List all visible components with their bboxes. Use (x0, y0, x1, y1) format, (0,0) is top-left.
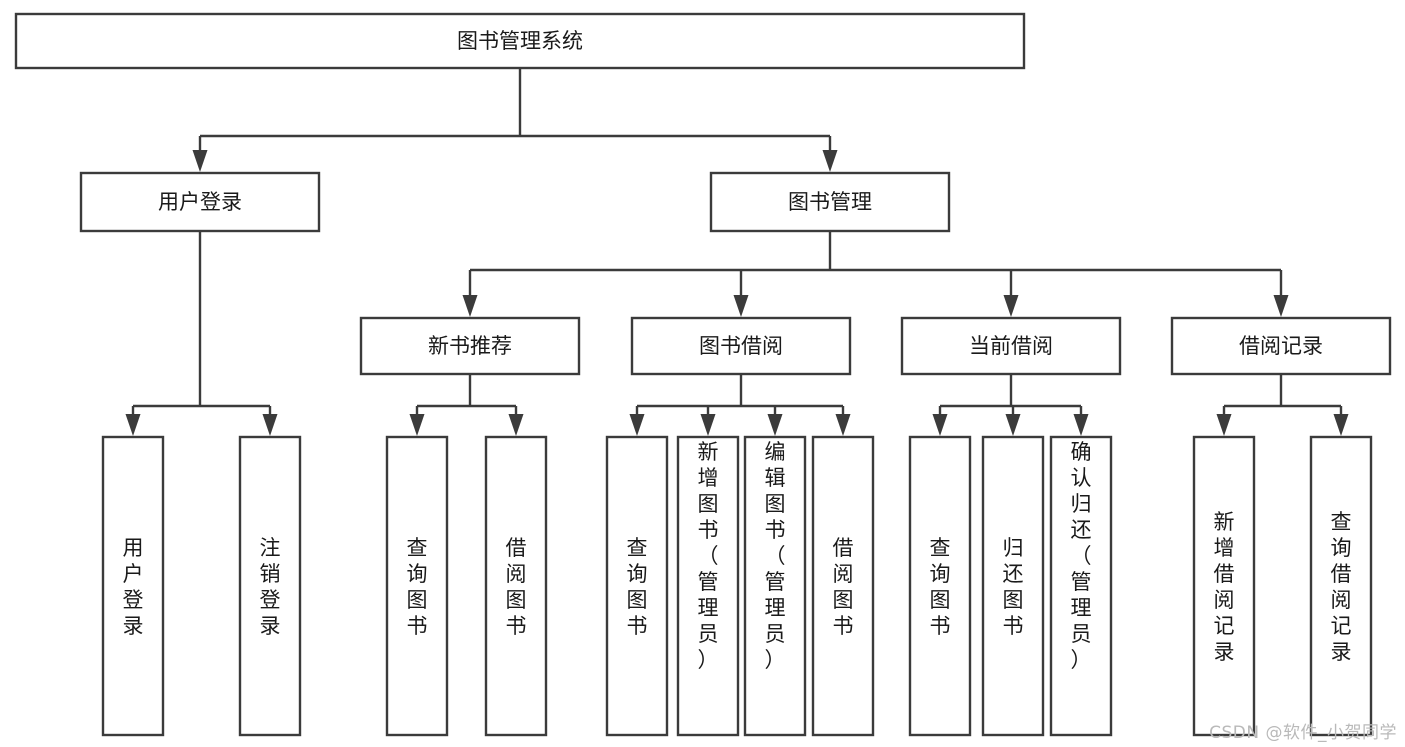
arrow-head-icon (629, 414, 645, 436)
arrow-head-icon (700, 414, 716, 436)
node-label-leaf-user-logout: 注销登录 (260, 536, 281, 638)
node-label-leaf-add-borrow-record: 新增借阅记录 (1214, 510, 1235, 664)
node-label-book-borrow: 图书借阅 (699, 334, 783, 358)
node-leaf-borrow-book-rec[interactable]: 借阅图书 (484, 435, 548, 737)
node-label-leaf-borrow-book-rec: 借阅图书 (506, 536, 527, 638)
node-new-book-recommend[interactable]: 新书推荐 (359, 316, 581, 376)
arrow-head-icon (1273, 295, 1289, 317)
node-box-borrow-record[interactable] (1170, 316, 1392, 376)
node-layer: 图书管理系统用户登录图书管理新书推荐图书借阅当前借阅借阅记录用户登录注销登录查询… (14, 12, 1392, 737)
arrow-head-icon (409, 414, 425, 436)
node-label-leaf-edit-book-admin: 编辑图书（管理员） (765, 440, 786, 672)
arrow-head-icon (822, 150, 838, 172)
arrow-head-icon (767, 414, 783, 436)
node-label-user-login: 用户登录 (158, 190, 242, 214)
node-box-leaf-edit-book-admin[interactable] (743, 435, 807, 737)
node-label-leaf-query-borrow-record: 查询借阅记录 (1331, 510, 1352, 664)
conn-userlogin-to-leaves (125, 231, 278, 436)
arrow-head-icon (835, 414, 851, 436)
arrow-head-icon (125, 414, 141, 436)
node-label-new-book-recommend: 新书推荐 (428, 334, 512, 358)
node-box-leaf-add-book-admin[interactable] (676, 435, 740, 737)
node-box-new-book-recommend[interactable] (359, 316, 581, 376)
arrow-head-icon (462, 295, 478, 317)
node-leaf-query-borrow-record[interactable]: 查询借阅记录 (1309, 435, 1373, 737)
node-box-leaf-confirm-return-admin[interactable] (1049, 435, 1113, 737)
node-label-leaf-confirm-return-admin: 确认归还（管理员） (1071, 440, 1092, 672)
node-user-login[interactable]: 用户登录 (79, 171, 321, 233)
conn-bookmanage-to-level3 (462, 231, 1289, 317)
node-current-borrow[interactable]: 当前借阅 (900, 316, 1122, 376)
node-leaf-user-logout[interactable]: 注销登录 (238, 435, 302, 737)
node-root[interactable]: 图书管理系统 (14, 12, 1026, 70)
node-leaf-edit-book-admin[interactable]: 编辑图书（管理员） (743, 435, 807, 737)
node-box-leaf-user-login[interactable] (101, 435, 165, 737)
node-leaf-borrow-book[interactable]: 借阅图书 (811, 435, 875, 737)
node-box-leaf-query-book-current[interactable] (908, 435, 972, 737)
node-box-leaf-query-borrow-record[interactable] (1309, 435, 1373, 737)
node-leaf-return-book[interactable]: 归还图书 (981, 435, 1045, 737)
node-label-leaf-borrow-book: 借阅图书 (833, 536, 854, 638)
arrow-head-icon (1073, 414, 1089, 436)
node-leaf-confirm-return-admin[interactable]: 确认归还（管理员） (1049, 435, 1113, 737)
node-label-leaf-query-book-borrow: 查询图书 (627, 536, 648, 638)
node-box-current-borrow[interactable] (900, 316, 1122, 376)
node-borrow-record[interactable]: 借阅记录 (1170, 316, 1392, 376)
node-box-leaf-add-borrow-record[interactable] (1192, 435, 1256, 737)
node-box-user-login[interactable] (79, 171, 321, 233)
node-box-leaf-query-book-rec[interactable] (385, 435, 449, 737)
node-box-leaf-query-book-borrow[interactable] (605, 435, 669, 737)
node-label-leaf-return-book: 归还图书 (1003, 536, 1024, 638)
node-box-book-borrow[interactable] (630, 316, 852, 376)
node-leaf-query-book-current[interactable]: 查询图书 (908, 435, 972, 737)
conn-root-to-level2 (192, 68, 838, 172)
arrow-head-icon (1005, 414, 1021, 436)
watermark: CSDN @软件_小贺同学 (1209, 723, 1397, 743)
arrow-head-icon (508, 414, 524, 436)
node-box-book-manage[interactable] (709, 171, 951, 233)
arrow-head-icon (262, 414, 278, 436)
node-book-borrow[interactable]: 图书借阅 (630, 316, 852, 376)
arrow-head-icon (192, 150, 208, 172)
node-box-leaf-borrow-book-rec[interactable] (484, 435, 548, 737)
node-box-root[interactable] (14, 12, 1026, 70)
node-leaf-add-borrow-record[interactable]: 新增借阅记录 (1192, 435, 1256, 737)
arrow-head-icon (932, 414, 948, 436)
node-book-manage[interactable]: 图书管理 (709, 171, 951, 233)
node-box-leaf-user-logout[interactable] (238, 435, 302, 737)
connector-layer (125, 68, 1349, 436)
node-label-leaf-query-book-rec: 查询图书 (407, 536, 428, 638)
node-label-leaf-query-book-current: 查询图书 (930, 536, 951, 638)
conn-bookborrow-to-leaves (629, 374, 851, 436)
node-label-root: 图书管理系统 (457, 29, 583, 53)
node-label-current-borrow: 当前借阅 (969, 334, 1053, 358)
conn-borrowrecord-to-leaves (1216, 374, 1349, 436)
arrow-head-icon (1216, 414, 1232, 436)
node-leaf-query-book-borrow[interactable]: 查询图书 (605, 435, 669, 737)
node-leaf-add-book-admin[interactable]: 新增图书（管理员） (676, 435, 740, 737)
node-label-leaf-add-book-admin: 新增图书（管理员） (698, 440, 719, 672)
node-leaf-user-login[interactable]: 用户登录 (101, 435, 165, 737)
arrow-head-icon (1003, 295, 1019, 317)
conn-newbook-to-leaves (409, 374, 524, 436)
arrow-head-icon (733, 295, 749, 317)
arrow-head-icon (1333, 414, 1349, 436)
node-label-book-manage: 图书管理 (788, 190, 872, 214)
node-box-leaf-borrow-book[interactable] (811, 435, 875, 737)
node-box-leaf-return-book[interactable] (981, 435, 1045, 737)
node-label-leaf-user-login: 用户登录 (123, 536, 144, 638)
conn-currentborrow-to-leaves (932, 374, 1089, 436)
node-label-borrow-record: 借阅记录 (1239, 334, 1323, 358)
node-leaf-query-book-rec[interactable]: 查询图书 (385, 435, 449, 737)
